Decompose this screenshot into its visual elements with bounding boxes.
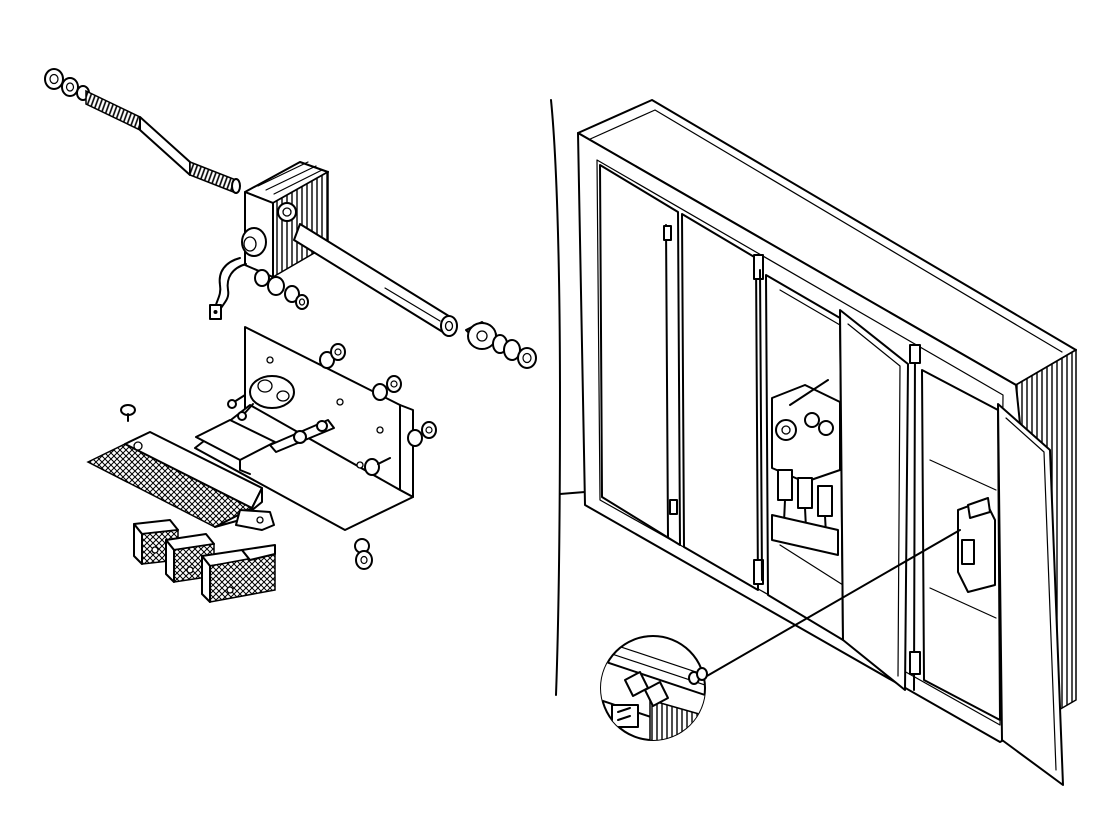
insulating-tube xyxy=(293,223,458,337)
spacer-and-nuts-right xyxy=(465,321,537,369)
nuts-bracket-right xyxy=(319,343,437,476)
nut-bottom xyxy=(354,538,373,570)
nut-washer-stack-middle xyxy=(254,269,309,310)
wire-lead xyxy=(209,257,247,320)
hatched-mounting-bar xyxy=(86,431,275,531)
threaded-rod xyxy=(85,89,241,195)
open-door-right xyxy=(997,403,1064,786)
nut-washer-stack-top xyxy=(44,68,90,101)
open-door-middle xyxy=(839,309,909,691)
finned-heat-sink xyxy=(241,161,329,279)
insulator-pad xyxy=(195,419,335,475)
small-screw xyxy=(120,404,136,422)
terminal-block-3 xyxy=(201,544,276,603)
compartment-components xyxy=(771,379,841,556)
divider-line xyxy=(550,99,561,696)
relay-module xyxy=(957,497,996,593)
detail-inset xyxy=(600,635,708,741)
equipment-cabinet xyxy=(577,99,1077,786)
exploded-assembly xyxy=(44,68,759,603)
leader-line-detail xyxy=(699,529,961,681)
